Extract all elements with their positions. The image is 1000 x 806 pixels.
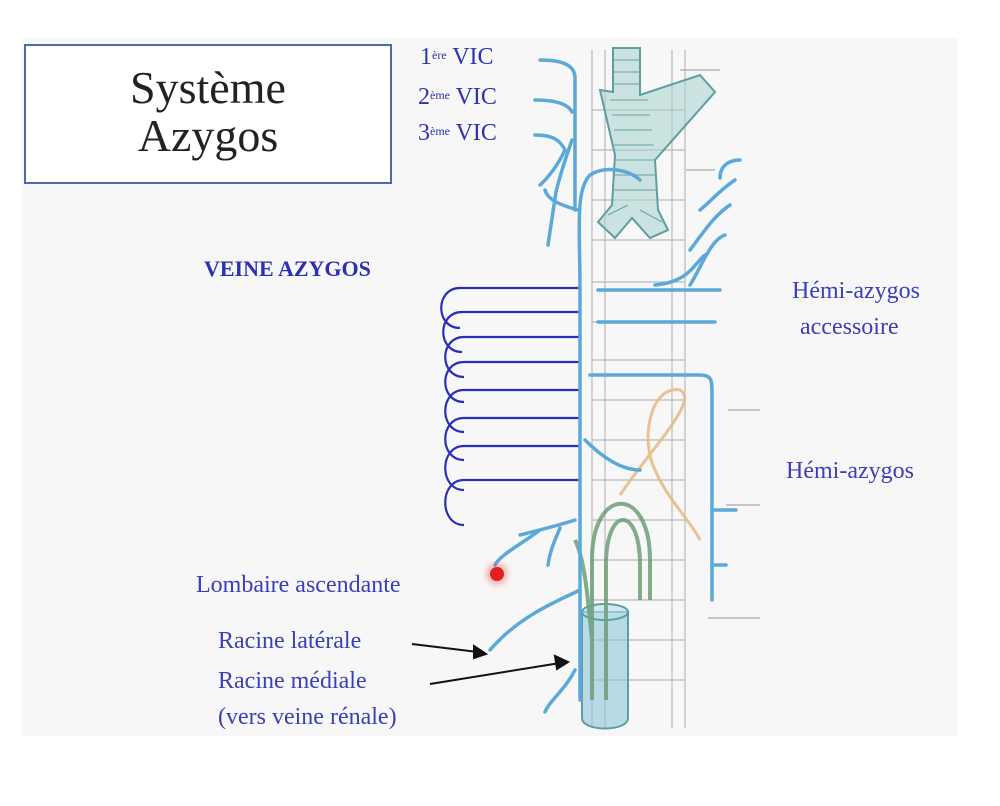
thoracic-duct (618, 388, 702, 541)
vic-label-3: 3ème VIC (418, 120, 497, 146)
lombaire-ascendante-label: Lombaire ascendante (196, 572, 401, 598)
vic-label-1: 1ère VIC (420, 44, 494, 70)
vic-label-2: 2ème VIC (418, 84, 497, 110)
diagram-slide (22, 38, 958, 736)
trachea (596, 47, 717, 240)
title-line-2: Azygos (137, 110, 279, 161)
racine-laterale-label: Racine latérale (218, 628, 362, 654)
racine-mediale-label: Racine médiale (218, 668, 367, 694)
title-box: Système Azygos (24, 44, 392, 184)
intercostal-veins (440, 286, 580, 527)
hemi-azygos-accessoire-label-1: Hémi-azygos (792, 278, 920, 304)
label-arrows (411, 643, 571, 685)
hemi-azygos-label: Hémi-azygos (786, 458, 914, 484)
veine-azygos-label: VEINE AZYGOS (204, 256, 371, 281)
title-line-1: Système (130, 62, 286, 113)
anatomy-drawing (411, 47, 760, 730)
hemi-azygos-accessoire-label-2: accessoire (800, 314, 899, 340)
vers-veine-renale-label: (vers veine rénale) (218, 704, 397, 730)
azygos-veins (488, 58, 742, 714)
pointer-dot (490, 567, 504, 581)
green-arches (573, 502, 652, 700)
